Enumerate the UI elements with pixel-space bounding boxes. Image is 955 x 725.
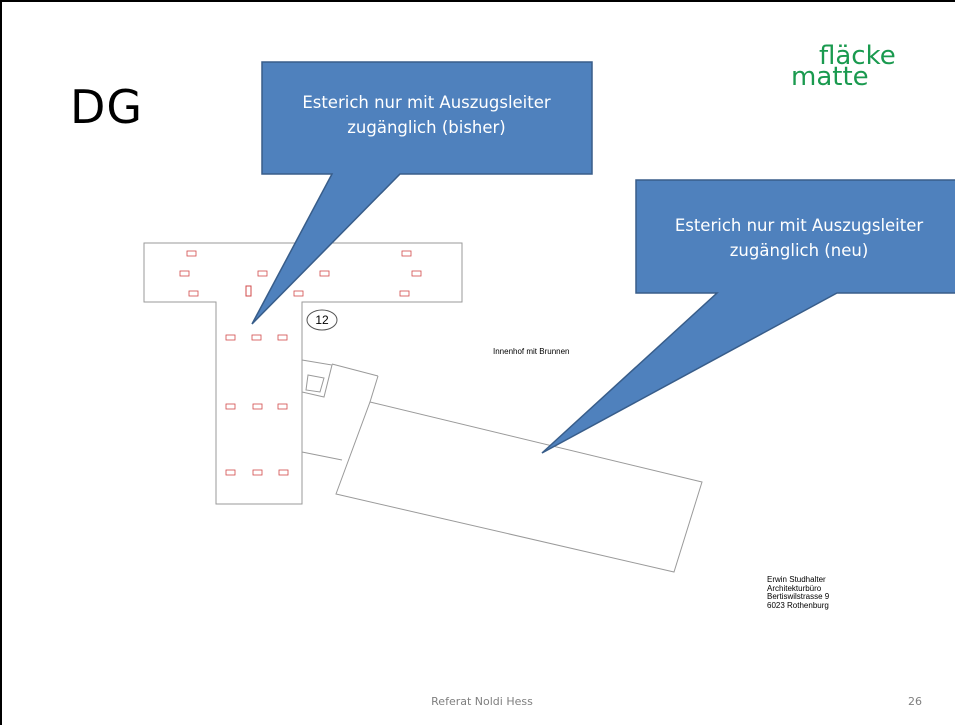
architect-office: Architekturbüro bbox=[767, 583, 822, 593]
room-number-circle bbox=[306, 309, 338, 331]
architect-address: Erwin Studhalter Architekturbüro Bertisw… bbox=[767, 575, 830, 610]
fixture bbox=[257, 270, 268, 277]
fixture bbox=[277, 334, 288, 341]
room-number: 12 bbox=[315, 313, 329, 327]
fixture bbox=[293, 290, 304, 297]
fixtures-top bbox=[179, 250, 422, 297]
architect-name: Erwin Studhalter bbox=[767, 575, 826, 584]
fixture bbox=[225, 469, 236, 476]
callout-line: zugänglich (neu) bbox=[729, 241, 869, 260]
logo-line-1: fläcke bbox=[819, 41, 896, 71]
fixture bbox=[252, 403, 263, 410]
fixtures-stem bbox=[225, 334, 289, 476]
wing-line-top bbox=[331, 363, 379, 377]
callout-text-neu: Esterich nur mit Auszugsleiter zugänglic… bbox=[638, 213, 955, 263]
fixture bbox=[251, 334, 262, 341]
callout-line: Esterich nur mit Auszugsleiter bbox=[302, 93, 551, 112]
callout-text-bisher: Esterich nur mit Auszugsleiter zugänglic… bbox=[264, 90, 589, 140]
slide-title: DG bbox=[70, 80, 144, 134]
building-wing-rotated bbox=[335, 401, 703, 573]
page-number: 26 bbox=[908, 695, 922, 708]
fixture bbox=[186, 250, 197, 257]
fixture bbox=[401, 250, 412, 257]
flaeckematte-logo: fläcke matte bbox=[787, 41, 927, 92]
fixture bbox=[278, 469, 289, 476]
wing-line-mid bbox=[301, 451, 343, 461]
callout-shape-bisher bbox=[251, 61, 593, 325]
logo-line-2: matte bbox=[791, 62, 869, 92]
fixture bbox=[319, 270, 330, 277]
fixture bbox=[399, 290, 410, 297]
architect-city: 6023 Rothenburg bbox=[767, 600, 829, 610]
fixture bbox=[277, 403, 288, 410]
fixture bbox=[411, 270, 422, 277]
callout-line: zugänglich (bisher) bbox=[347, 118, 506, 137]
architect-street: Bertiswilstrasse 9 bbox=[767, 592, 830, 601]
slide-footer: Referat Noldi Hess bbox=[431, 695, 533, 708]
fixture bbox=[252, 469, 263, 476]
fixture bbox=[225, 334, 236, 341]
callout-line: Esterich nur mit Auszugsleiter bbox=[674, 216, 924, 235]
wing-line-link bbox=[369, 375, 379, 403]
fixture bbox=[188, 290, 199, 297]
fixture bbox=[225, 403, 236, 410]
fixture bbox=[179, 270, 190, 277]
building-outline-t bbox=[143, 242, 463, 505]
courtyard-label: Innenhof mit Brunnen bbox=[493, 347, 570, 356]
callout-shape-neu bbox=[541, 179, 955, 454]
stair-connector bbox=[301, 359, 333, 398]
stair-marker bbox=[245, 285, 252, 297]
stair-detail bbox=[305, 374, 325, 393]
